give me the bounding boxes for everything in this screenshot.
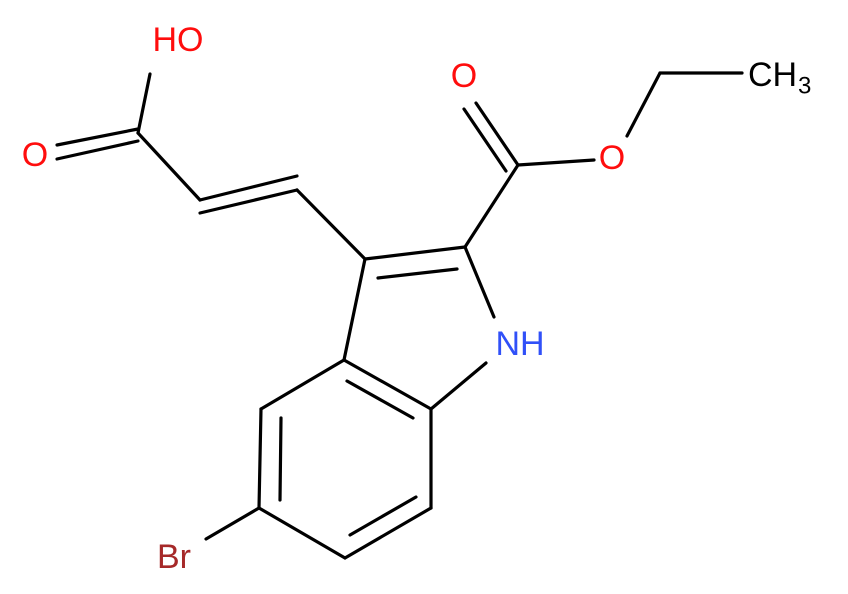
- bond-carboxyl-o-b: [55, 139, 140, 161]
- acid-carbonyl-oxygen-label: O: [22, 136, 48, 174]
- bond-c5-c6: [257, 506, 347, 560]
- hydroxyl-label: HO: [153, 21, 204, 59]
- ester-carbonyl-oxygen-label: O: [451, 57, 477, 95]
- ester-ether-oxygen-label: O: [599, 139, 625, 177]
- bond-n1-c7a: [429, 361, 488, 411]
- bromine-label: Br: [157, 538, 191, 576]
- bond-c2-n1: [463, 245, 496, 319]
- bond-vinyl-double-b: [198, 174, 299, 202]
- bond-ester-ether: [516, 158, 596, 167]
- bond-c7a-c3a-inner: [345, 379, 415, 420]
- bond-layer: [55, 71, 744, 560]
- bond-c2-ester: [463, 163, 520, 249]
- bond-c6-c7-inner: [348, 495, 418, 537]
- bond-vinyl-carboxyl: [136, 131, 202, 202]
- bond-c5-br: [204, 506, 261, 541]
- bond-c3-c2-inner: [376, 267, 459, 280]
- bond-c3-vinyl: [295, 188, 367, 261]
- bond-ester-o-a: [474, 101, 520, 167]
- bond-ester-o-b: [462, 107, 508, 173]
- bond-c6-c7: [343, 506, 433, 560]
- bond-c4-c5: [257, 407, 263, 510]
- indole-nh-label: NH: [495, 325, 544, 363]
- methyl-label: CH: [748, 56, 797, 94]
- bond-vinyl-double-a: [198, 188, 299, 215]
- bond-ether-ch2: [625, 71, 662, 138]
- bond-carboxyl-oh: [136, 72, 152, 135]
- methyl-subscript: 3: [798, 73, 811, 100]
- bond-c7a-c3a: [342, 358, 433, 411]
- bond-c3a-c4: [259, 358, 346, 411]
- bond-carboxyl-o-a: [55, 127, 140, 147]
- bond-c4-c5-inner: [278, 416, 283, 502]
- atom-labels: HO O O O CH 3 NH Br: [22, 21, 812, 576]
- bond-c3a-c3: [342, 257, 367, 362]
- bond-c3-c2: [363, 245, 467, 261]
